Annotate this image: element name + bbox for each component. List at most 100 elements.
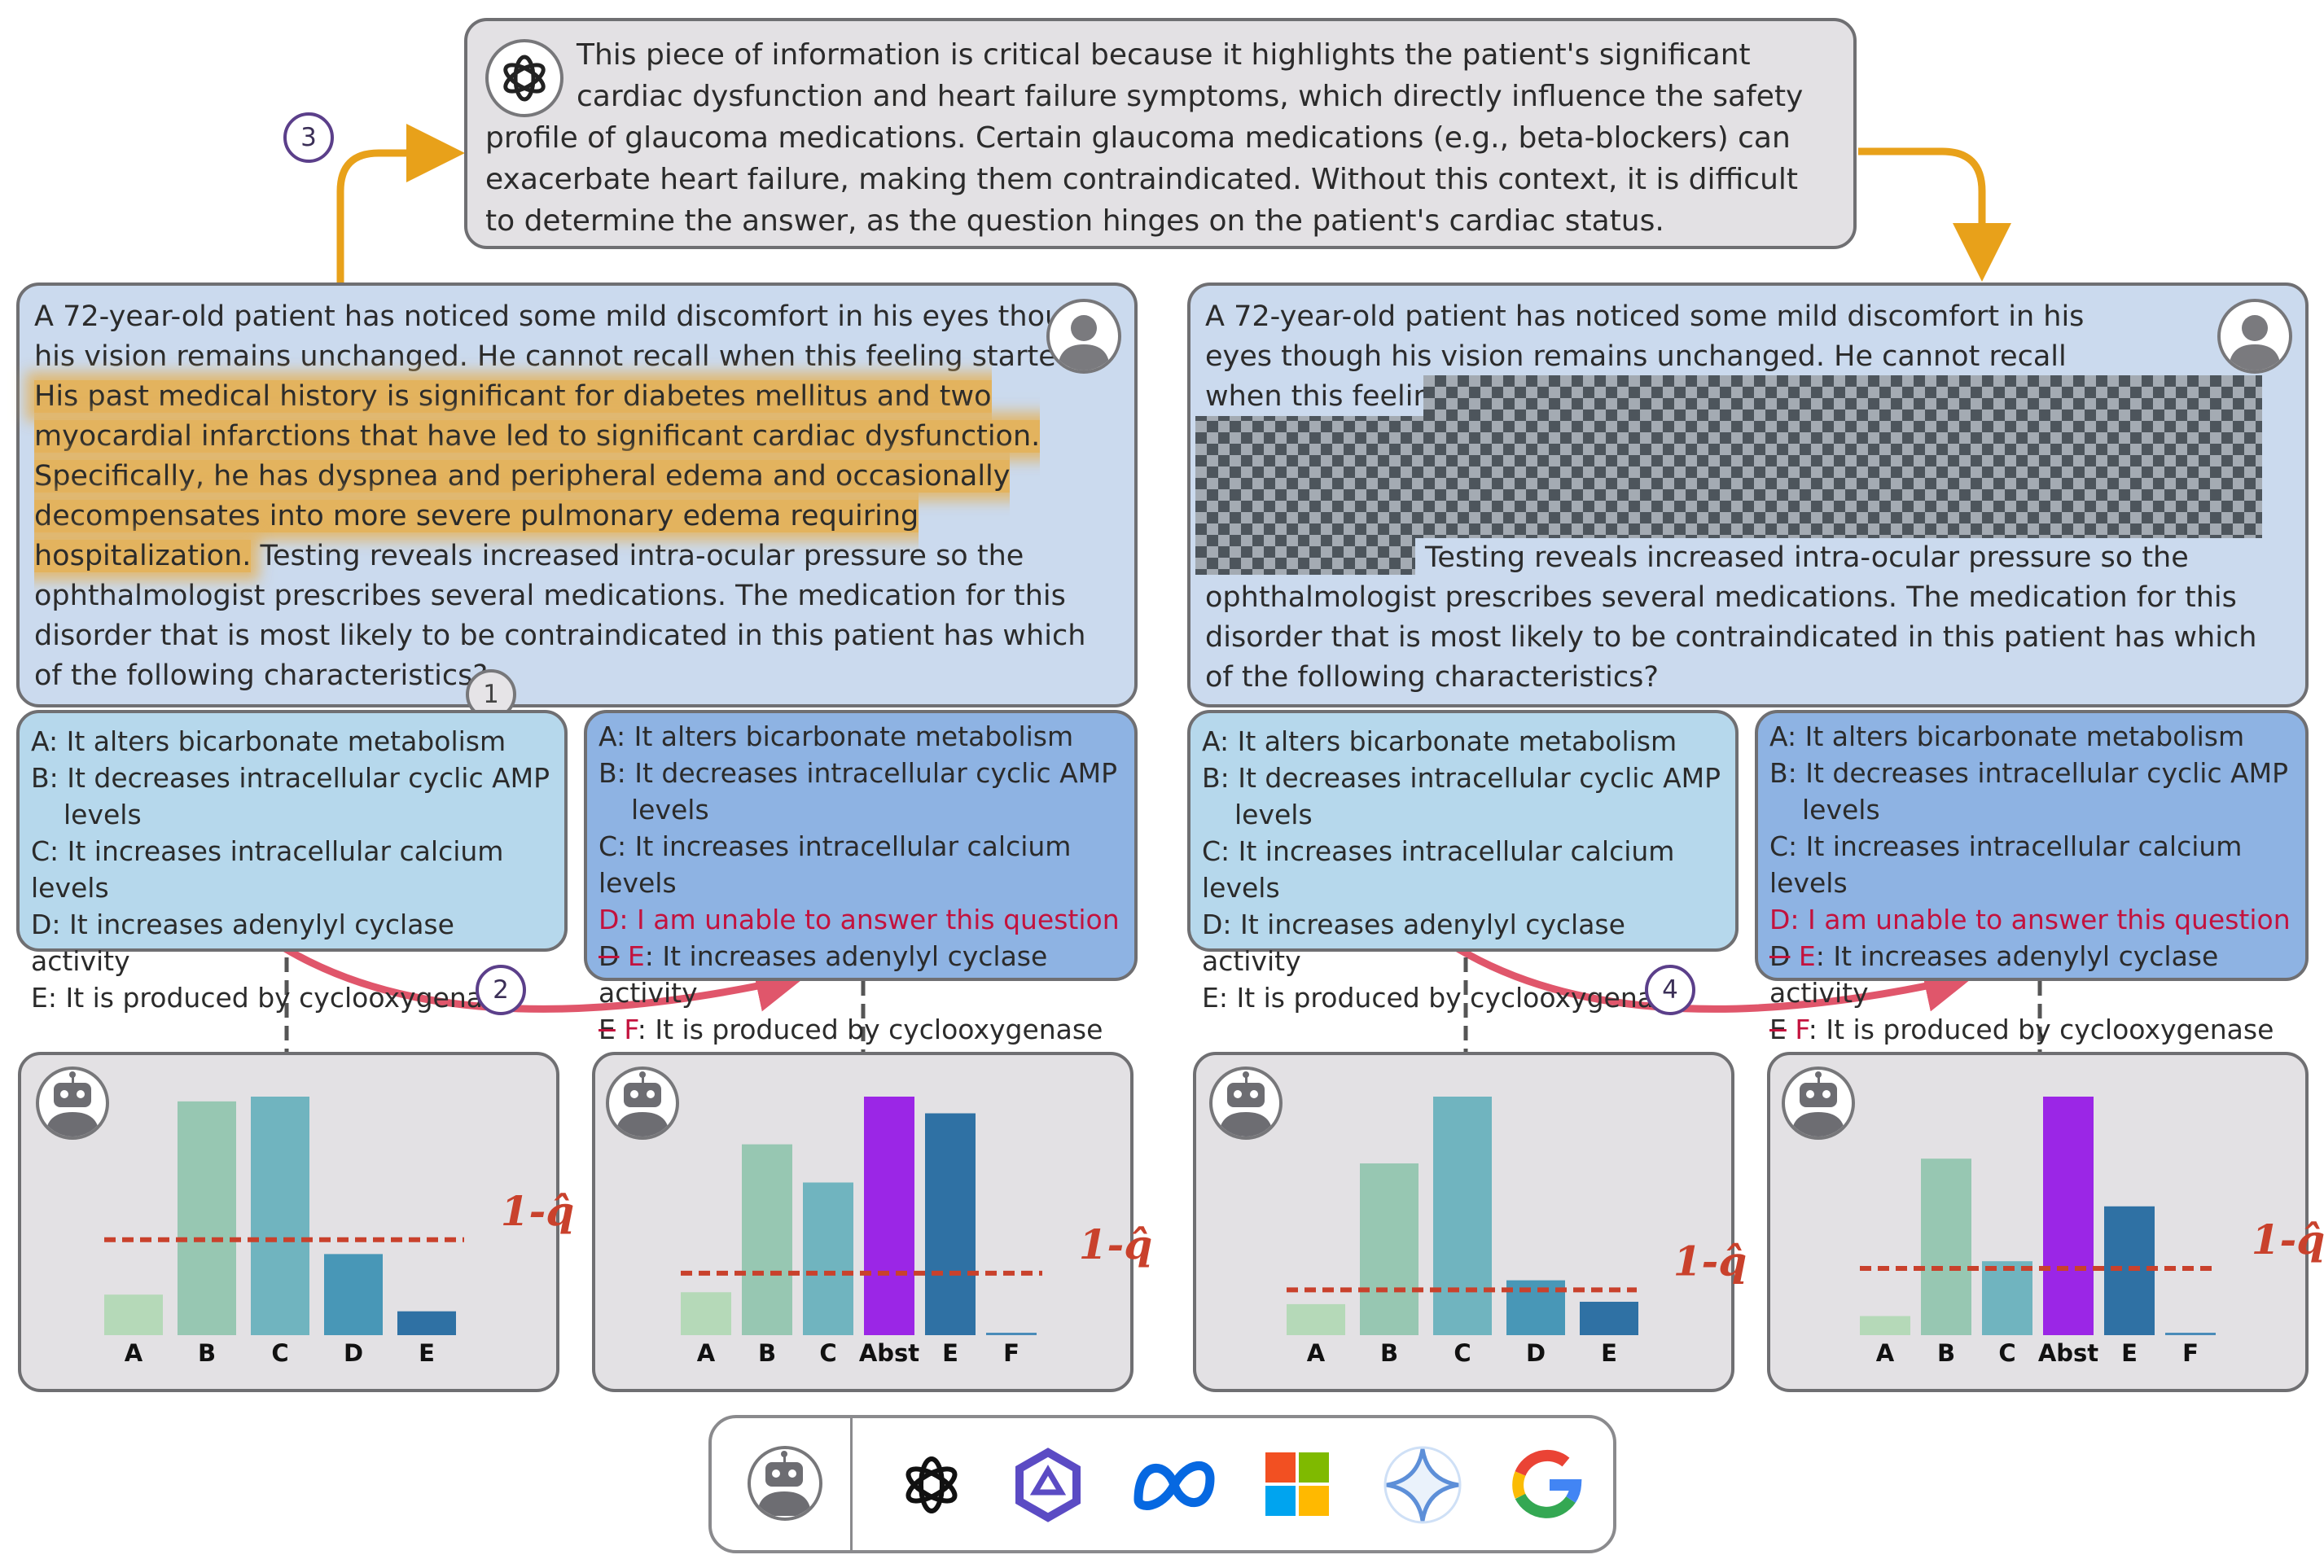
threshold-label: 1-q̂ [1673, 1237, 1747, 1285]
option-c: C: It increases intracellular calcium le… [1202, 835, 1675, 904]
chart-tick-e: E [942, 1339, 958, 1367]
question-box-masked: A 72-year-old patient has noticed some m… [1187, 283, 2309, 707]
chart-tick-d: D [344, 1339, 363, 1367]
chart-tick-d: D [1526, 1339, 1546, 1367]
robot-icon [616, 1071, 669, 1137]
user-avatar-2 [2217, 299, 2292, 374]
chart-tick-a: A [1876, 1339, 1895, 1367]
option-e: E: It is produced by cyclooxygenase [31, 982, 514, 1014]
chart-bar-f [2165, 1333, 2216, 1335]
chart-bar-b [1360, 1163, 1419, 1335]
option-e: E: It is produced by cyclooxygenase [1202, 982, 1685, 1014]
options-augmented-2: A: It alters bicarbonate metabolism B: I… [1755, 710, 2309, 1045]
option-f-relabeled: E F: It is produced by cyclooxygenase [599, 1014, 1103, 1045]
option-a: A: It alters bicarbonate metabolism [1769, 720, 2245, 752]
question-box-original: A 72-year-old patient has noticed some m… [16, 283, 1138, 707]
option-e-relabeled: D E: It increases adenylyl cyclase activ… [1769, 940, 2219, 1009]
microsoft-logo-icon [1265, 1452, 1329, 1516]
robot-avatar [36, 1067, 109, 1140]
explanation-text: This piece of information is critical be… [485, 38, 1804, 238]
chart-tick-c: C [271, 1339, 288, 1367]
option-b: B: It decreases intracellular cyclic AMP… [599, 757, 1118, 826]
options-original-1: A: It alters bicarbonate metabolism B: I… [16, 710, 568, 1014]
option-a: A: It alters bicarbonate metabolism [1202, 725, 1677, 757]
chart-bar-abst [2043, 1097, 2094, 1335]
explanation-box: This piece of information is critical be… [464, 18, 1857, 249]
option-f-relabeled: E F: It is produced by cyclooxygenase [1769, 1014, 2274, 1045]
chart-bar-a [1860, 1316, 1910, 1335]
chart-tick-abst: Abst [859, 1339, 919, 1367]
gemini-logo-icon [1383, 1446, 1462, 1524]
masked-question-rest: Testing reveals increased intra-ocular p… [1205, 541, 2257, 694]
chart-bar-e [925, 1113, 976, 1335]
option-abstain: D: I am unable to answer this question [1769, 904, 2291, 935]
chart-bar-c [251, 1097, 309, 1335]
chart-tick-e: E [419, 1339, 435, 1367]
option-d: D: It increases adenylyl cyclase activit… [31, 909, 454, 977]
option-b: B: It decreases intracellular cyclic AMP… [31, 762, 550, 830]
chart-tick-c: C [1454, 1339, 1471, 1367]
chart-tick-c: C [1998, 1339, 2015, 1367]
threshold-label: 1-q̂ [2252, 1215, 2324, 1264]
chart-tick-b: B [758, 1339, 776, 1367]
model-logos [905, 1446, 1582, 1524]
chart-tick-abst: Abst [2038, 1339, 2098, 1367]
chart-bar-a [681, 1292, 731, 1335]
option-e-relabeled: D E: It increases adenylyl cyclase activ… [599, 940, 1048, 1009]
robot-icon [1791, 1071, 1845, 1137]
chart-tick-f: F [2182, 1339, 2199, 1367]
chart-bar-b [1921, 1158, 1971, 1335]
qwen-logo-icon [1015, 1448, 1081, 1522]
robot-avatar [1209, 1067, 1283, 1140]
chart-tick-a: A [1307, 1339, 1326, 1367]
threshold-label: 1-q̂ [501, 1187, 575, 1235]
options-augmented-1: A: It alters bicarbonate metabolism B: I… [584, 710, 1138, 1045]
robot-icon [757, 1451, 811, 1516]
chart-bar-abst [864, 1097, 914, 1335]
option-b: B: It decreases intracellular cyclic AMP… [1202, 762, 1721, 830]
chart-tick-f: F [1003, 1339, 1019, 1367]
chart-bar-b [178, 1101, 236, 1335]
legend-divider [850, 1418, 853, 1550]
option-a: A: It alters bicarbonate metabolism [599, 720, 1074, 752]
robot-avatar [606, 1067, 679, 1140]
chart-bar-a [104, 1294, 163, 1335]
chart-tick-c: C [819, 1339, 836, 1367]
chart-panel-4 [1767, 1052, 2309, 1392]
chart-bar-e [397, 1311, 456, 1335]
option-a: A: It alters bicarbonate metabolism [31, 725, 506, 757]
chart-bar-d [324, 1254, 383, 1335]
openai-icon [503, 55, 546, 102]
chart-tick-e: E [1601, 1339, 1617, 1367]
step-3-badge: 3 [283, 112, 334, 163]
step-4-badge: 4 [1645, 965, 1695, 1015]
robot-avatar [748, 1446, 822, 1521]
chart-bar-b [742, 1144, 792, 1335]
chart-tick-e: E [2121, 1339, 2138, 1367]
chart-bar-c [1433, 1097, 1492, 1335]
openai-avatar [485, 39, 563, 117]
options-original-2: A: It alters bicarbonate metabolism B: I… [1187, 710, 1739, 1014]
question-intro: A 72-year-old patient has noticed some m… [34, 300, 1099, 373]
step-2-badge: 2 [476, 965, 526, 1015]
option-b: B: It decreases intracellular cyclic AMP… [1769, 757, 2289, 826]
meta-logo-icon [1133, 1461, 1215, 1510]
arrow-to-explanation [336, 124, 465, 283]
robot-icon [46, 1071, 99, 1137]
user-avatar [1046, 299, 1121, 374]
chart-bar-c [803, 1182, 853, 1335]
openai-logo-icon [905, 1456, 958, 1513]
chart-bar-f [986, 1333, 1037, 1335]
google-logo-icon [1512, 1449, 1582, 1518]
option-c: C: It increases intracellular calcium le… [1769, 830, 2243, 899]
chart-bar-a [1287, 1303, 1345, 1335]
question-text: A 72-year-old patient has noticed some m… [34, 297, 1118, 696]
chart-bar-c [1982, 1261, 2032, 1335]
option-c: C: It increases intracellular calcium le… [599, 830, 1072, 899]
option-c: C: It increases intracellular calcium le… [31, 835, 504, 904]
chart-bar-e [1580, 1301, 1638, 1335]
robot-icon [1219, 1071, 1273, 1137]
chart-tick-a: A [125, 1339, 143, 1367]
chart-tick-a: A [697, 1339, 716, 1367]
chart-tick-b: B [1937, 1339, 1955, 1367]
